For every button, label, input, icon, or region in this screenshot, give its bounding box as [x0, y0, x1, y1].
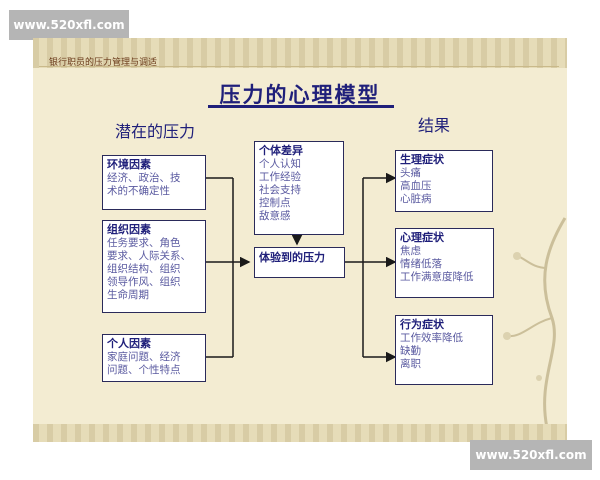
title-underline	[208, 105, 394, 108]
outcome-line: 缺勤	[400, 345, 421, 357]
factor-organization-box: 组织因素 任务要求、角色 要求、人际关系、 组织结构、组织 领导作风、组织 生命…	[102, 220, 206, 313]
factor-line: 领导作风、组织	[107, 276, 181, 288]
individual-differences-line: 控制点	[259, 197, 291, 209]
factor-title: 个人因素	[107, 337, 151, 350]
factor-line: 生命周期	[107, 289, 149, 301]
slide-top-border	[33, 38, 567, 68]
outcome-line: 高血压	[400, 180, 432, 192]
slide-bottom-border	[33, 424, 567, 442]
factor-title: 环境因素	[107, 158, 151, 171]
watermark-bottom: www.520xfl.com	[470, 440, 592, 470]
experienced-stress-title: 体验到的压力	[259, 251, 325, 264]
individual-differences-box: 个体差异 个人认知 工作经验 社会支持 控制点 敌意感	[254, 141, 344, 235]
slide: 银行职员的压力管理与调适 压力的心理模型 潜在的压力 结果	[33, 38, 567, 442]
slide-divider	[39, 66, 559, 67]
individual-differences-title: 个体差异	[259, 144, 303, 157]
factor-line: 要求、人际关系、	[107, 250, 191, 262]
individual-differences-line: 工作经验	[259, 171, 301, 183]
outcome-physiological-box: 生理症状 头痛 高血压 心脏病	[395, 150, 493, 212]
outcome-line: 头痛	[400, 167, 421, 179]
plum-branch-decoration	[503, 217, 567, 429]
individual-differences-line: 个人认知	[259, 158, 301, 170]
factor-personal-box: 个人因素 家庭问题、经济 问题、个性特点	[102, 334, 206, 382]
factor-title: 组织因素	[107, 223, 151, 236]
factor-line: 问题、个性特点	[107, 364, 181, 376]
outcome-behavioral-box: 行为症状 工作效率降低 缺勤 离职	[395, 315, 493, 385]
diagram-title: 压力的心理模型	[219, 82, 381, 107]
outcome-title: 行为症状	[400, 318, 444, 331]
column-header-potential-stress: 潜在的压力	[115, 122, 196, 141]
outcome-line: 情绪低落	[400, 258, 442, 270]
individual-differences-line: 社会支持	[259, 184, 301, 196]
individual-differences-line: 敌意感	[259, 210, 291, 222]
factor-line: 经济、政治、技	[107, 172, 181, 184]
slide-header: 银行职员的压力管理与调适	[49, 58, 158, 68]
outcome-line: 心脏病	[400, 193, 432, 205]
outcome-title: 生理症状	[400, 153, 444, 166]
factor-line: 任务要求、角色	[107, 237, 181, 249]
outcome-psychological-box: 心理症状 焦虑 情绪低落 工作满意度降低	[395, 228, 494, 298]
outcome-line: 工作满意度降低	[400, 271, 474, 283]
column-header-outcomes: 结果	[418, 116, 451, 135]
outcome-line: 离职	[400, 358, 421, 370]
outcome-line: 焦虑	[400, 245, 421, 257]
outcome-line: 工作效率降低	[400, 332, 463, 344]
outcome-title: 心理症状	[400, 231, 444, 244]
factor-environment-box: 环境因素 经济、政治、技 术的不确定性	[102, 155, 206, 210]
factor-line: 术的不确定性	[107, 185, 170, 197]
watermark-top: www.520xfl.com	[9, 10, 129, 40]
factor-line: 家庭问题、经济	[107, 351, 181, 363]
factor-line: 组织结构、组织	[107, 263, 181, 275]
experienced-stress-box: 体验到的压力	[254, 247, 345, 278]
